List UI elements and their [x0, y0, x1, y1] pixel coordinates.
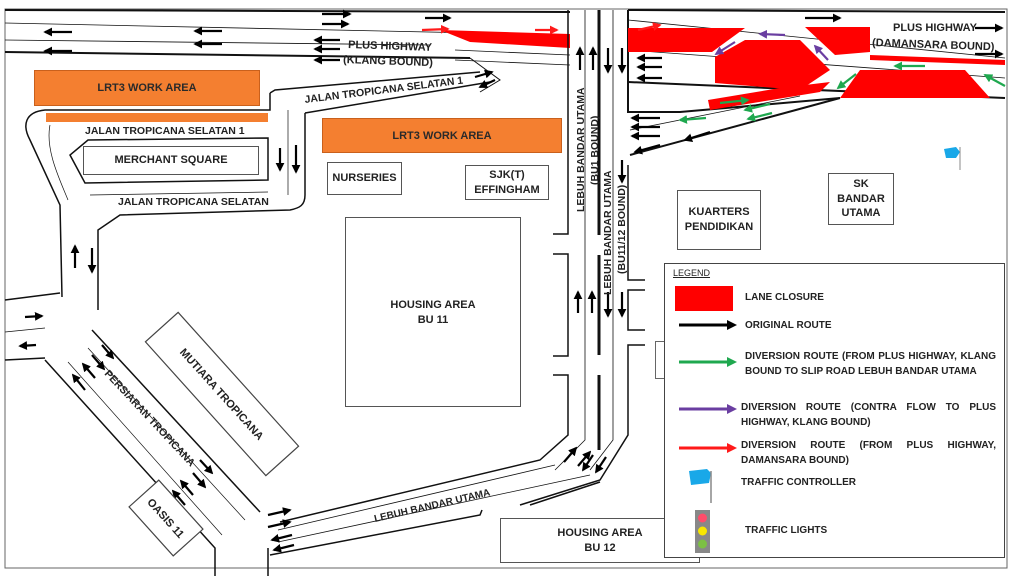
lebuh-bandar-utama-bu11-sub-label: (BU11/12 BOUND) [616, 185, 628, 274]
lebuh-bandar-utama-bu11-label: LEBUH BANDAR UTAMA [602, 170, 614, 295]
flag-icon [689, 469, 712, 503]
legend-label: ORIGINAL ROUTE [745, 320, 832, 331]
utama-label: UTAMA [841, 207, 881, 220]
mutiara-tropicana-building: MUTIARA TROPICANA [144, 311, 300, 477]
legend-item-diversion-purple: DIVERSION ROUTE (CONTRA FLOW TO PLUS HIG… [665, 401, 1004, 433]
sjk-effingham-building: SJK(T) EFFINGHAM [465, 165, 549, 200]
plus-highway-klang-label: PLUS HIGHWAY [348, 39, 433, 54]
lebuh-bandar-utama-bu1-label: LEBUH BANDAR UTAMA [575, 87, 587, 212]
diversion-red-arrows [421, 22, 662, 35]
legend-label: DIVERSION ROUTE (FROM PLUS HIGHWAY, DAMA… [741, 440, 996, 466]
housing-bu11-label-2: BU 11 [417, 313, 449, 326]
legend-item-traffic-lights: TRAFFIC LIGHTS [665, 510, 1004, 554]
legend-item-diversion-red: DIVERSION ROUTE (FROM PLUS HIGHWAY, DAMA… [665, 439, 1004, 471]
plus-highway-klang-sub-label: (KLANG BOUND) [343, 54, 434, 69]
jalan-tropicana-selatan-1-left-label: JALAN TROPICANA SELATAN 1 [85, 125, 245, 137]
map-frame [4, 8, 1008, 569]
nurseries-building: NURSERIES [327, 162, 402, 195]
bandar-label: BANDAR [837, 192, 885, 205]
legend-item-lane-closure: LANE CLOSURE [665, 284, 1004, 311]
original-route-arrows [18, 9, 1004, 553]
sk-bandar-utama-building: SK BANDAR UTAMA [828, 173, 894, 225]
lrt3-work-area-left: LRT3 WORK AREA [34, 70, 260, 106]
legend: LEGEND LANE CLOSURE ORIGINAL ROUTE DIVER… [664, 263, 1005, 558]
traffic-controller-flag-icon [944, 147, 961, 170]
pendidikan-label: PENDIDIKAN [684, 221, 754, 233]
sjk-label: SJK(T) [489, 168, 525, 181]
purple-arrow-icon [679, 404, 737, 414]
traffic-light-icon [695, 510, 710, 553]
legend-label: DIVERSION ROUTE (CONTRA FLOW TO PLUS HIG… [741, 402, 996, 428]
lebuh-bandar-utama-bu1-sub-label: (BU1 BOUND) [589, 116, 601, 185]
jalan-tropicana-selatan-roads [25, 71, 491, 310]
merchant-square-label: MERCHANT SQUARE [114, 154, 228, 167]
legend-title: LEGEND [673, 268, 711, 278]
plus-highway-damansara-label: PLUS HIGHWAY [893, 22, 978, 34]
legend-item-traffic-controller: TRAFFIC CONTROLLER [665, 467, 1004, 505]
kuarters-label: KUARTERS [688, 206, 750, 219]
housing-bu12-label-2: BU 12 [584, 541, 616, 554]
persiaran-tropicana-road [4, 292, 261, 576]
red-arrow-icon [679, 443, 737, 453]
housing-bu11-label-1: HOUSING AREA [390, 299, 476, 311]
lebuh-bandar-utama-bottom-label: LEBUH BANDAR UTAMA [373, 488, 491, 525]
kuarters-pendidikan-building: KUARTERS PENDIDIKAN [677, 190, 761, 250]
lrt3-work-strip [46, 113, 268, 122]
legend-label: TRAFFIC LIGHTS [745, 525, 828, 536]
lrt3-work-area-middle-label: LRT3 WORK AREA [392, 129, 492, 142]
merchant-square-building: MERCHANT SQUARE [83, 146, 259, 175]
housing-area-bu11-building: HOUSING AREA BU 11 [345, 217, 521, 407]
legend-label: TRAFFIC CONTROLLER [741, 477, 856, 488]
lane-closure-areas [440, 27, 1005, 110]
lane-closure-swatch-icon [675, 286, 733, 311]
oasis-11-building: OASIS 11 [128, 479, 204, 557]
green-arrow-icon [679, 357, 737, 367]
nurseries-label: NURSERIES [332, 172, 397, 185]
legend-label: DIVERSION ROUTE (FROM PLUS HIGHWAY, KLAN… [745, 351, 996, 377]
black-arrow-icon [679, 320, 737, 330]
legend-item-original-route: ORIGINAL ROUTE [665, 316, 1004, 332]
diversion-green-arrows [678, 61, 1006, 124]
lrt3-work-area-middle: LRT3 WORK AREA [322, 118, 562, 153]
legend-label: LANE CLOSURE [745, 292, 824, 303]
effingham-label: EFFINGHAM [474, 183, 540, 196]
diversion-purple-arrows [714, 29, 829, 61]
legend-item-diversion-green: DIVERSION ROUTE (FROM PLUS HIGHWAY, KLAN… [665, 350, 1004, 396]
lrt3-work-area-left-label: LRT3 WORK AREA [97, 82, 197, 94]
jalan-tropicana-selatan-label: JALAN TROPICANA SELATAN [118, 196, 269, 208]
sk-label: SK [853, 177, 869, 190]
plus-highway-damansara-sub-label: (DAMANSARA BOUND) [872, 37, 995, 53]
lebuh-bandar-utama-bottom-road [267, 464, 601, 576]
housing-bu12-label-1: HOUSING AREA [557, 526, 643, 539]
